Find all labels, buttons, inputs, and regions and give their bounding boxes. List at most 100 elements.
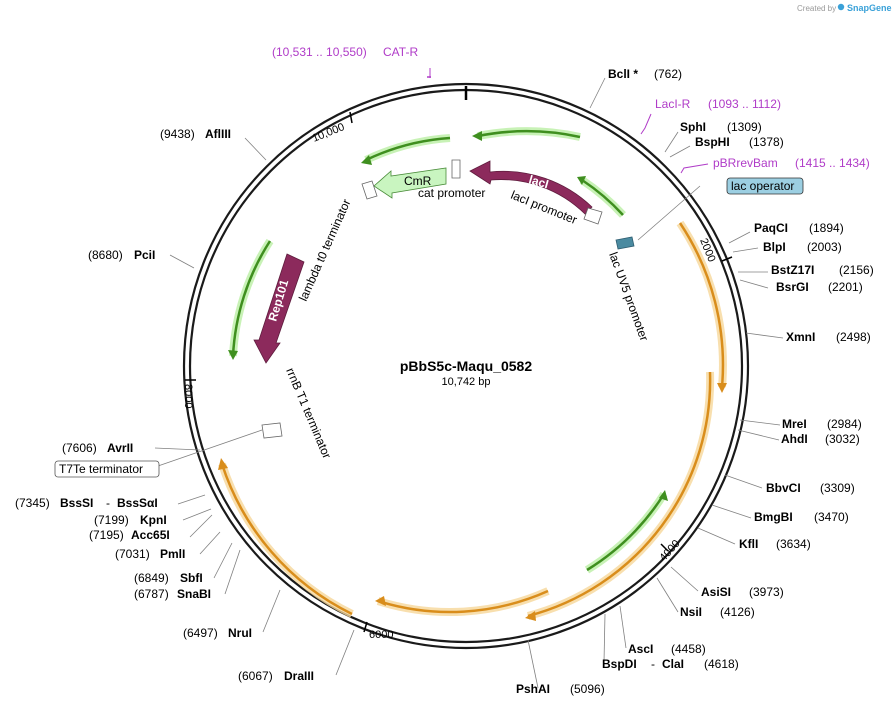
- enzyme-nsii[interactable]: NsiI: [680, 605, 702, 619]
- pbrrevbam-name[interactable]: pBRrevBam: [713, 156, 778, 170]
- enzyme-bmgbi-pos: (3470): [814, 510, 849, 524]
- enzyme-bsssai[interactable]: BssSαI: [117, 496, 158, 510]
- enzyme-sphi[interactable]: SphI: [680, 120, 706, 134]
- tick-4000: [660, 543, 669, 552]
- green-arc-2-arrowhead: [361, 155, 372, 165]
- enzyme-bstz17i[interactable]: BstZ17I: [771, 263, 814, 277]
- tick-6000: [363, 621, 368, 633]
- enzyme-pmli[interactable]: PmlI: [160, 547, 185, 561]
- orange-arc-1: [678, 222, 725, 388]
- enzyme-afliii-pos: (9438): [160, 127, 195, 141]
- laci-r-primer-leader: [640, 113, 652, 135]
- enzyme-draiii[interactable]: DraIII: [284, 669, 314, 683]
- snapgene-logo-icon: [837, 3, 845, 11]
- lambda-t0-label: lambda t0 terminator: [296, 197, 354, 303]
- laci-promoter-glyph: [583, 207, 603, 225]
- cat-r-name[interactable]: CAT-R: [383, 45, 418, 59]
- enzyme-clai[interactable]: ClaI: [662, 657, 684, 671]
- laci-feature-arrow[interactable]: [469, 160, 593, 215]
- enzyme-blpi[interactable]: BlpI: [763, 240, 786, 254]
- rep101-feature-arrow[interactable]: [253, 253, 305, 364]
- enzyme-pshai[interactable]: PshAI: [516, 682, 550, 696]
- enzyme-asci[interactable]: AscI: [628, 642, 653, 656]
- enzyme-snabi[interactable]: SnaBI: [177, 587, 211, 601]
- enzyme-mrei[interactable]: MreI: [782, 417, 807, 431]
- enzyme-afliii[interactable]: AflIII: [205, 127, 231, 141]
- enzyme-snabi-pos: (6787): [134, 587, 169, 601]
- laci-label: lacI: [527, 172, 550, 191]
- orange-arc-4-arrowhead: [218, 458, 228, 470]
- enzyme-bsrgi[interactable]: BsrGI: [776, 280, 809, 294]
- enzyme-bsssi[interactable]: BssSI: [60, 496, 93, 510]
- backbone-outer-ring: [182, 82, 750, 650]
- cat-r-range: (10,531 .. 10,550): [272, 45, 367, 59]
- enzyme-bsphi-pos: (1378): [749, 135, 784, 149]
- tick-10000: [349, 111, 353, 124]
- plasmid-name: pBbS5c-Maqu_0582: [400, 358, 532, 374]
- created-by-label: Created by: [797, 4, 836, 13]
- tick-label-8000: 8000: [182, 384, 194, 408]
- enzyme-kfli[interactable]: KflI: [739, 537, 758, 551]
- enzyme-bstz17i-pos: (2156): [839, 263, 874, 277]
- enzyme-nsii-pos: (4126): [720, 605, 755, 619]
- enzyme-sbfi[interactable]: SbfI: [180, 571, 203, 585]
- cmr-feature-arrow[interactable]: [373, 167, 447, 199]
- enzyme-pmli-pos: (7031): [115, 547, 150, 561]
- enzyme-avrii-pos: (7606): [62, 441, 97, 455]
- enzyme-ahdi[interactable]: AhdI: [781, 432, 808, 446]
- enzyme-pcii[interactable]: PciI: [134, 248, 155, 262]
- enzyme-bsrgi-pos: (2201): [828, 280, 863, 294]
- enzyme-xmni-pos: (2498): [836, 330, 871, 344]
- enzyme-ahdi-pos: (3032): [825, 432, 860, 446]
- laci-r-range: (1093 .. 1112): [708, 97, 781, 111]
- enzyme-paqci[interactable]: PaqCI: [754, 221, 788, 235]
- enzyme-bsssi-dash: -: [106, 496, 110, 510]
- enzyme-acc65i-pos: (7195): [89, 528, 124, 542]
- rrnb-t1-label: rrnB T1 terminator: [283, 366, 334, 461]
- primers: (10,531 .. 10,550) CAT-R LacI-R (1093 ..…: [272, 45, 870, 174]
- enzyme-paqci-pos: (1894): [809, 221, 844, 235]
- green-arc-1-arrowhead: [472, 131, 482, 141]
- orange-arc-4: [220, 463, 353, 616]
- enzyme-sphi-pos: (1309): [727, 120, 762, 134]
- enzyme-bspdi[interactable]: BspDI: [602, 657, 637, 671]
- enzyme-bsphi[interactable]: BspHI: [695, 135, 730, 149]
- cat-promoter-glyph: [451, 159, 461, 179]
- lac-operator-box[interactable]: [726, 177, 804, 195]
- enzyme-bmgbi[interactable]: BmgBI: [754, 510, 793, 524]
- enzyme-asisi-pos: (3973): [749, 585, 784, 599]
- enzyme-bbvci[interactable]: BbvCI: [766, 481, 801, 495]
- green-arc-1: [477, 129, 581, 139]
- enzyme-avrii[interactable]: AvrII: [107, 441, 133, 455]
- enzyme-kpni-pos: (7199): [94, 513, 129, 527]
- enzyme-bcli-pos: (762): [654, 67, 682, 81]
- enzyme-bsssi-pos: (7345): [15, 496, 50, 510]
- enzyme-kpni[interactable]: KpnI: [140, 513, 167, 527]
- enzyme-nrui[interactable]: NruI: [228, 626, 252, 640]
- enzyme-pcii-pos: (8680): [88, 248, 123, 262]
- enzyme-xmni[interactable]: XmnI: [786, 330, 815, 344]
- enzyme-sbfi-pos: (6849): [134, 571, 169, 585]
- laci-r-name[interactable]: LacI-R: [655, 97, 691, 111]
- snapgene-brand: SnapGene: [847, 3, 892, 13]
- enzyme-asisi[interactable]: AsiSI: [701, 585, 731, 599]
- orange-arc-2: [527, 371, 712, 618]
- lac-operator-leader: [637, 185, 701, 241]
- t7te-box[interactable]: [54, 460, 160, 478]
- t7te-label: T7Te terminator: [59, 462, 143, 476]
- lac-operator-glyph: [615, 236, 635, 250]
- tick-label-6000: 6000: [369, 629, 393, 641]
- enzyme-bspdi-pos: (4618): [704, 657, 739, 671]
- enzyme-labels: BclI * (762) SphI (1309) BspHI (1378) Pa…: [15, 67, 874, 696]
- pbrrevbam-primer-leader: [680, 163, 709, 174]
- green-arc-4: [231, 240, 272, 357]
- green-arc-3-arrowhead: [577, 176, 586, 185]
- enzyme-acc65i[interactable]: Acc65I: [131, 528, 170, 542]
- enzyme-bcli[interactable]: BclI *: [608, 67, 638, 81]
- orange-arc-3-arrowhead: [375, 596, 386, 606]
- enzyme-draiii-pos: (6067): [238, 669, 273, 683]
- green-arc-glow-2: [364, 134, 451, 164]
- tick-label-10000: 10,000: [311, 121, 347, 145]
